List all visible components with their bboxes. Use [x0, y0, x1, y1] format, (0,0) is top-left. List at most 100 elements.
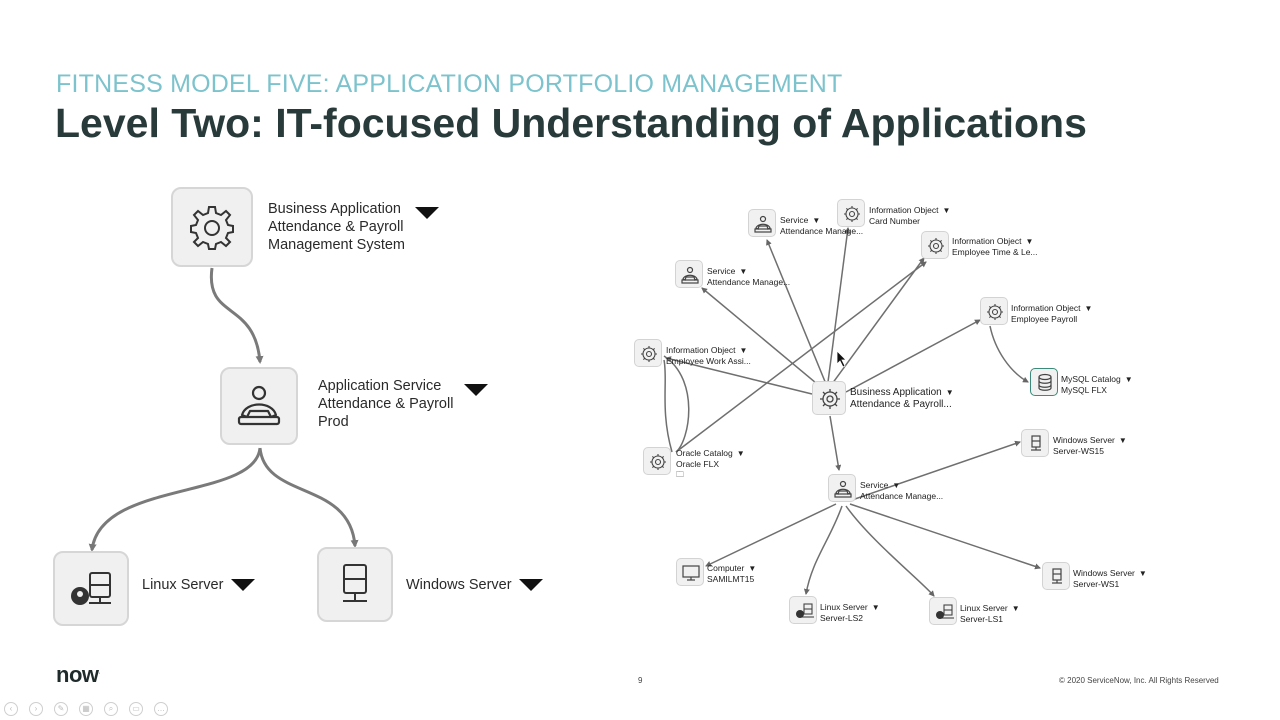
caret-down-icon[interactable]: ▼: [739, 346, 748, 355]
slides-grid-icon[interactable]: ▦: [79, 702, 93, 716]
label-line: Prod: [318, 414, 349, 430]
windows-server-label: Windows Server: [406, 577, 512, 593]
pen-icon[interactable]: ✎: [54, 702, 68, 716]
label-line: Business Application: [268, 201, 401, 217]
caret-down-icon[interactable]: ▼: [892, 481, 901, 490]
business-application-center-node[interactable]: [812, 381, 846, 415]
edge-emppayroll-mysql: [989, 325, 1029, 383]
label-line: Employee Payroll: [1011, 314, 1078, 324]
application-service-node[interactable]: [220, 367, 298, 445]
linux-server-ls2-node[interactable]: [789, 596, 817, 624]
label-line: Server-LS2: [820, 613, 863, 623]
slide-subtitle: FITNESS MODEL FIVE: APPLICATION PORTFOLI…: [56, 70, 843, 98]
mysql-catalog-node[interactable]: [1030, 368, 1058, 396]
business-application-dropdown-icon[interactable]: [415, 207, 439, 219]
label-line: Management System: [268, 237, 406, 253]
edge-svc-ls1: [845, 505, 935, 597]
slide-title: Level Two: IT-focused Understanding of A…: [55, 100, 1087, 146]
card-number-node[interactable]: [837, 199, 865, 227]
label-line: Attendance & Payroll: [268, 219, 404, 235]
service-left-node[interactable]: [675, 260, 703, 288]
mysql-catalog-label: MySQL Catalog▼MySQL FLX: [1061, 374, 1133, 395]
gear-icon: [190, 206, 234, 250]
servicenow-logo: now.: [56, 662, 100, 687]
copyright-text: © 2020 ServiceNow, Inc. All Rights Reser…: [1059, 676, 1219, 685]
label-line: Linux Server: [820, 602, 868, 612]
next-slide-icon[interactable]: ›: [29, 702, 43, 716]
edge-empwork-oracle: [663, 355, 690, 453]
caret-down-icon[interactable]: ▼: [1124, 375, 1133, 384]
employee-work-label: Information Object▼Employee Work Assi...: [666, 345, 751, 366]
service-center-node[interactable]: [828, 474, 856, 502]
service-top-node[interactable]: [748, 209, 776, 237]
label-line: Attendance & Payroll: [318, 396, 454, 412]
gear-icon: [820, 389, 840, 409]
computer-label: Computer▼SAMILMT15: [707, 563, 756, 584]
caret-down-icon[interactable]: ▼: [1011, 604, 1020, 613]
edge-appservice-to-windows: [258, 447, 359, 548]
caret-down-icon[interactable]: ▼: [1084, 304, 1093, 313]
caret-down-icon[interactable]: ▼: [942, 206, 951, 215]
label-line: Service: [780, 215, 809, 225]
linux-server-ls1-node[interactable]: [929, 597, 957, 625]
employee-time-node[interactable]: [921, 231, 949, 259]
windows-server-ws15-node[interactable]: [1021, 429, 1049, 457]
server-icon: [1052, 568, 1062, 584]
linux-server-label: Linux Server: [142, 577, 224, 593]
label-line: Server-WS1: [1073, 579, 1120, 589]
service-center-label: Service▼Attendance Manage...: [860, 480, 943, 501]
edge-bizapp-empwork: [665, 356, 813, 395]
zoom-icon[interactable]: ⌕: [104, 702, 118, 716]
service-top-label: Service▼Attendance Manage...: [780, 215, 863, 236]
windows-server-ws1-node[interactable]: [1042, 562, 1070, 590]
service-icon: [681, 266, 699, 284]
caret-down-icon[interactable]: ▼: [739, 267, 748, 276]
page-number: 9: [638, 676, 643, 685]
previous-slide-icon[interactable]: ‹: [4, 702, 18, 716]
edge-bizapp-emppayroll: [845, 319, 981, 393]
business-application-node[interactable]: [171, 187, 253, 267]
label-line: Windows Server: [1073, 568, 1135, 578]
label-line: Computer: [707, 563, 745, 573]
gear-icon: [844, 206, 860, 222]
linux-server-node[interactable]: [53, 551, 129, 626]
label-line: Windows Server: [1053, 435, 1115, 445]
linux-server-icon: [936, 604, 954, 619]
label-line: MySQL FLX: [1061, 385, 1107, 395]
caret-down-icon[interactable]: ▼: [871, 603, 880, 612]
windows-server-dropdown-icon[interactable]: [519, 579, 543, 591]
folder-icon: 🗀: [676, 470, 684, 479]
label-line: Service: [707, 266, 736, 276]
linux-server-ls1-label: Linux Server▼Server-LS1: [960, 603, 1020, 624]
windows-server-node[interactable]: [317, 547, 393, 622]
caret-down-icon[interactable]: ▼: [1138, 569, 1147, 578]
label-line: Information Object: [1011, 303, 1081, 313]
employee-payroll-node[interactable]: [980, 297, 1008, 325]
caret-down-icon[interactable]: ▼: [748, 564, 757, 573]
caret-down-icon[interactable]: ▼: [945, 388, 954, 397]
database-icon: [1038, 373, 1052, 391]
application-service-dropdown-icon[interactable]: [464, 384, 488, 396]
server-icon: [1031, 435, 1041, 451]
edge-business-to-appservice: [209, 267, 264, 364]
monitor-icon: [682, 565, 700, 581]
windows-server-icon: [343, 564, 367, 602]
edge-svc-ls2: [803, 505, 843, 595]
subtitles-icon[interactable]: ▭: [129, 702, 143, 716]
caret-down-icon[interactable]: ▼: [736, 449, 745, 458]
edge-svc-ws1: [849, 503, 1041, 570]
label-line: Attendance Manage...: [707, 277, 791, 287]
more-options-icon[interactable]: …: [154, 702, 168, 716]
gear-icon: [987, 304, 1003, 320]
card-number-label: Information Object▼Card Number: [869, 205, 950, 226]
caret-down-icon[interactable]: ▼: [1118, 436, 1127, 445]
oracle-catalog-node[interactable]: [643, 447, 671, 475]
caret-down-icon[interactable]: ▼: [812, 216, 821, 225]
edge-oracle-empwork: [663, 359, 673, 453]
service-left-label: Service▼Attendance Manage...: [707, 266, 790, 287]
linux-server-dropdown-icon[interactable]: [231, 579, 255, 591]
employee-work-node[interactable]: [634, 339, 662, 367]
caret-down-icon[interactable]: ▼: [1025, 237, 1034, 246]
computer-node[interactable]: [676, 558, 704, 586]
label-line: Application Service: [318, 378, 442, 394]
